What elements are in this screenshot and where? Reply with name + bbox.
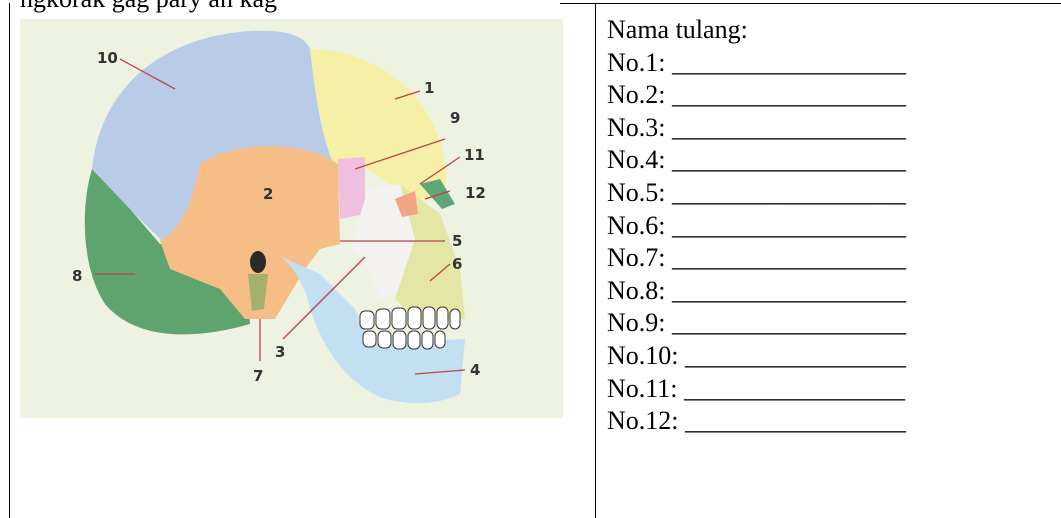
answer-row-5: No.5: __________________ bbox=[607, 177, 906, 210]
answer-row-1: No.1: __________________ bbox=[607, 47, 906, 80]
label-8: 8 bbox=[72, 267, 82, 285]
answer-row-11: No.11: _________________ bbox=[607, 373, 906, 406]
skull-diagram: 10 1 9 11 12 2 5 6 8 3 7 4 bbox=[20, 19, 563, 418]
answer-blank[interactable]: __________________ bbox=[672, 145, 906, 174]
label-12: 12 bbox=[465, 184, 486, 202]
answer-row-9: No.9: __________________ bbox=[607, 307, 906, 340]
answer-row-10: No.10: _________________ bbox=[607, 340, 906, 373]
answer-blank[interactable]: __________________ bbox=[672, 308, 906, 337]
sphenoid-bone bbox=[338, 157, 365, 219]
label-4: 4 bbox=[470, 361, 480, 379]
label-7: 7 bbox=[253, 367, 263, 385]
column-divider bbox=[595, 3, 596, 518]
answer-blank[interactable]: __________________ bbox=[672, 211, 906, 240]
answer-sheet: Nama tulang: No.1: __________________ No… bbox=[607, 14, 906, 438]
answer-blank[interactable]: __________________ bbox=[672, 48, 906, 77]
label-6: 6 bbox=[452, 255, 462, 273]
answer-blank[interactable]: _________________ bbox=[685, 406, 906, 435]
label-9: 9 bbox=[450, 109, 460, 127]
label-1: 1 bbox=[424, 79, 434, 97]
answer-row-8: No.8: __________________ bbox=[607, 275, 906, 308]
answer-row-12: No.12: _________________ bbox=[607, 405, 906, 438]
label-3: 3 bbox=[275, 343, 285, 361]
answer-row-7: No.7: __________________ bbox=[607, 242, 906, 275]
answer-row-2: No.2: __________________ bbox=[607, 79, 906, 112]
answer-blank[interactable]: __________________ bbox=[672, 243, 906, 272]
answer-blank[interactable]: _________________ bbox=[684, 374, 905, 403]
answer-heading: Nama tulang: bbox=[607, 14, 906, 47]
answer-blank[interactable]: __________________ bbox=[672, 113, 906, 142]
label-10: 10 bbox=[97, 49, 118, 67]
answer-blank[interactable]: __________________ bbox=[672, 80, 906, 109]
answer-blank[interactable]: _________________ bbox=[685, 341, 906, 370]
answer-blank[interactable]: __________________ bbox=[672, 276, 906, 305]
label-5: 5 bbox=[452, 232, 462, 250]
skull-illustration: 10 1 9 11 12 2 5 6 8 3 7 4 bbox=[20, 19, 563, 418]
left-border bbox=[9, 3, 10, 518]
answer-row-3: No.3: __________________ bbox=[607, 112, 906, 145]
label-11: 11 bbox=[464, 146, 485, 164]
answer-blank[interactable]: __________________ bbox=[672, 178, 906, 207]
answer-row-4: No.4: __________________ bbox=[607, 144, 906, 177]
label-2: 2 bbox=[263, 185, 273, 203]
ear-canal bbox=[250, 251, 266, 273]
answer-row-6: No.6: __________________ bbox=[607, 210, 906, 243]
